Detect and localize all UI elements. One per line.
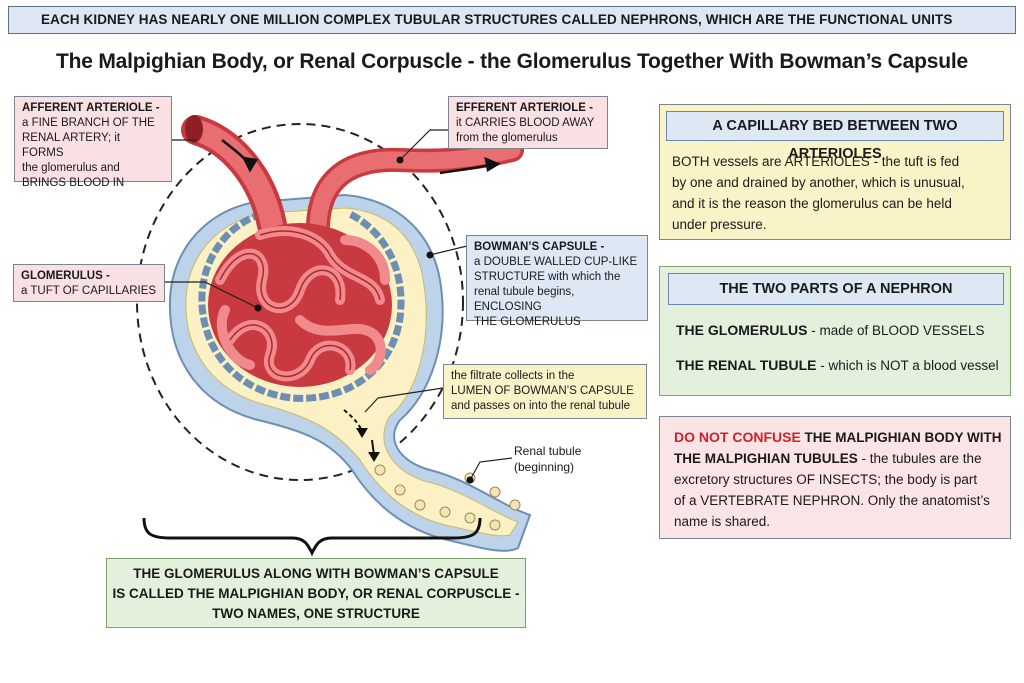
confuse-text: DO NOT CONFUSE THE MALPIGHIAN BODY WITH …: [674, 427, 1009, 532]
glomerulus-line-1: a TUFT OF CAPILLARIES: [21, 285, 157, 297]
tubule-pointer-dot: [466, 476, 474, 484]
capillary-line-4: under pressure.: [672, 217, 767, 232]
nephron-parts-box: THE TWO PARTS OF A NEPHRON THE GLOMERULU…: [659, 266, 1011, 396]
bowman-line-4: THE GLOMERULUS: [474, 316, 581, 328]
bowman-capsule-label: BOWMAN’S CAPSULE - a DOUBLE WALLED CUP-L…: [466, 235, 648, 328]
glomerulus-pointer-dot: [254, 304, 262, 312]
capsule-pointer-dot: [426, 251, 434, 259]
part-2-desc: - which is NOT a blood vessel: [816, 358, 999, 373]
efferent-pointer-dot: [396, 156, 404, 164]
bowman-line-3: renal tubule begins, ENCLOSING: [474, 286, 575, 313]
capillary-bed-text: BOTH vessels are ARTERIOLES - the tuft i…: [672, 151, 1007, 235]
filtrate-flow-arrow: [343, 409, 380, 462]
filtrate-line-1: the filtrate collects in the: [451, 370, 575, 382]
nephron-part-2: THE RENAL TUBULE - which is NOT a blood …: [676, 357, 1011, 373]
capillary-bed-heading: A CAPILLARY BED BETWEEN TWO ARTERIOLES: [666, 111, 1004, 162]
bowman-capsule-inner: [198, 210, 405, 402]
bowman-line-1: a DOUBLE WALLED CUP-LIKE: [474, 256, 638, 268]
part-1-name: THE GLOMERULUS: [676, 322, 808, 338]
part-2-name: THE RENAL TUBULE: [676, 357, 817, 373]
confuse-warning: DO NOT CONFUSE: [674, 429, 801, 445]
confuse-line-2-rest: - the tubules are the: [857, 451, 982, 466]
tubule-cells: [374, 464, 521, 531]
filtrate-label: the filtrate collects in the LUMEN OF BO…: [443, 364, 647, 419]
caption-line-3: TWO NAMES, ONE STRUCTURE: [212, 606, 420, 621]
filtrate-line-3: and passes on into the renal tubule: [451, 400, 631, 412]
capillary-bed-box: A CAPILLARY BED BETWEEN TWO ARTERIOLES B…: [659, 104, 1011, 240]
malpighian-body-caption: THE GLOMERULUS ALONG WITH BOWMAN’S CAPSU…: [106, 558, 526, 628]
filtrate-line-2: LUMEN OF BOWMAN’S CAPSULE: [451, 385, 634, 397]
caption-line-2: IS CALLED THE MALPIGHIAN BODY, OR RENAL …: [112, 586, 520, 601]
afferent-line-2: RENAL ARTERY; it FORMS: [22, 132, 121, 159]
nephron-part-1: THE GLOMERULUS - made of BLOOD VESSELS: [676, 322, 1006, 338]
efferent-line-2: from the glomerulus: [456, 132, 558, 144]
afferent-line-3: the glomerulus and: [22, 162, 120, 174]
renal-tubule-label: Renal tubule (beginning): [514, 443, 624, 475]
efferent-arteriole-label: EFFERENT ARTERIOLE - it CARRIES BLOOD AW…: [448, 96, 608, 149]
bowman-head: BOWMAN’S CAPSULE -: [474, 241, 605, 253]
confuse-line-3: excretory structures OF INSECTS; the bod…: [674, 472, 978, 487]
glomerulus-label: GLOMERULUS - a TUFT OF CAPILLARIES: [13, 264, 165, 302]
corpuscle-outline: [136, 123, 464, 481]
afferent-line-4: BRINGS BLOOD IN: [22, 177, 125, 189]
banner-text: EACH KIDNEY HAS NEARLY ONE MILLION COMPL…: [41, 12, 953, 27]
afferent-arteriole-label: AFFERENT ARTERIOLE - a FINE BRANCH OF TH…: [14, 96, 172, 189]
capillary-line-3: and it is the reason the glomerulus can …: [672, 196, 952, 211]
confuse-tubules: THE MALPIGHIAN TUBULES: [674, 451, 858, 466]
page-title: The Malpighian Body, or Renal Corpuscle …: [56, 50, 968, 73]
caption-line-1: THE GLOMERULUS ALONG WITH BOWMAN’S CAPSU…: [133, 566, 499, 581]
blood-flow-arrows: [221, 139, 501, 175]
capillary-line-1: BOTH vessels are ARTERIOLES - the tuft i…: [672, 154, 960, 169]
bowman-line-2: STRUCTURE with which the: [474, 271, 621, 283]
capillary-line-2: by one and drained by another, which is …: [672, 175, 965, 190]
top-banner: EACH KIDNEY HAS NEARLY ONE MILLION COMPL…: [8, 6, 1016, 34]
tubule-line-1: Renal tubule: [514, 444, 582, 458]
tubule-line-2: (beginning): [514, 460, 575, 474]
glomerulus-head: GLOMERULUS -: [21, 270, 110, 282]
glomerulus-tuft: [208, 223, 392, 387]
part-1-desc: - made of BLOOD VESSELS: [807, 323, 985, 338]
afferent-head: AFFERENT ARTERIOLE -: [22, 102, 160, 114]
efferent-line-1: it CARRIES BLOOD AWAY: [456, 117, 595, 129]
do-not-confuse-box: DO NOT CONFUSE THE MALPIGHIAN BODY WITH …: [659, 416, 1011, 539]
afferent-line-1: a FINE BRANCH OF THE: [22, 117, 155, 129]
confuse-line-1: THE MALPIGHIAN BODY WITH: [800, 430, 1002, 445]
efferent-head: EFFERENT ARTERIOLE -: [456, 102, 593, 114]
afferent-opening: [185, 115, 203, 143]
confuse-line-5: name is shared.: [674, 514, 771, 529]
nephron-parts-heading: THE TWO PARTS OF A NEPHRON: [668, 273, 1004, 305]
corpuscle-brace: [142, 517, 482, 557]
confuse-line-4: of a VERTEBRATE NEPHRON. Only the anatom…: [674, 493, 990, 508]
